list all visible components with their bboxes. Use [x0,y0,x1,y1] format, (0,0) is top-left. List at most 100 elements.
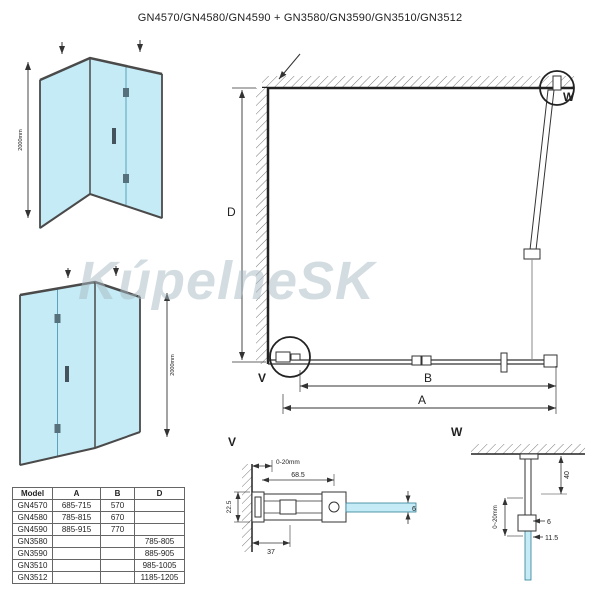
page-title: GN4570/GN4580/GN4590 + GN3580/GN3590/GN3… [137,12,463,24]
cell-d [134,523,185,536]
cell-a [52,559,101,572]
cell-d [134,511,185,524]
support-profile [500,352,508,373]
hinge-icon [123,88,129,97]
offset-label: 37 [267,549,275,556]
dimension-adjust: 0-20mm [252,459,300,472]
height-dimension: 2000mm [164,293,176,437]
height-dimension: 2000mm [18,62,31,218]
cell-model: GN3580 [12,535,53,548]
detail-marker-w: W [539,70,575,106]
table-row: GN4580 785-815 670 [12,511,185,524]
cell-a [52,547,101,560]
cell-d: 985-1005 [134,559,185,572]
offset-label: 11.5 [545,535,558,542]
table-header-a: A [52,487,101,500]
door-hinge [411,355,432,366]
width-label: 68.5 [291,472,305,479]
dimension-b-label: B [424,371,432,385]
dimensions-table: Model A B D GN4570 685-715 570 GN4580 78… [12,487,185,584]
isometric-view-bottom: 2000mm [19,266,176,466]
shower-enclosure [39,56,163,229]
wall-left [256,88,270,364]
dimension-a: A [282,366,557,414]
bracket-section [517,453,539,581]
table-header-b: B [100,487,135,500]
dimension-b: B [299,370,556,392]
table-header-d: D [134,487,185,500]
cell-b [100,559,135,572]
glass-thickness-label: 6 [547,519,551,526]
dimension-d-label: D [227,205,236,219]
side-glass-panel [39,57,91,229]
table-row: GN3510 985-1005 [12,559,185,572]
adjust-label: 0-20mm [276,459,300,466]
table-row: GN3512 1185-1205 [12,571,185,584]
cell-d: 785-805 [134,535,185,548]
hinge-icon [54,424,61,433]
dimension-depth: 22.5 [226,491,250,523]
cell-model: GN3512 [12,571,53,584]
dimension-drop: 40 [541,456,571,495]
cell-model: GN3590 [12,547,53,560]
table-row: GN4570 685-715 570 [12,499,185,512]
cell-b [100,571,135,584]
dimension-glass-thickness: 6 [533,518,551,526]
cell-a [52,535,101,548]
detail-w-label: W [563,90,575,104]
dimension-glass-thickness: 6 [405,491,416,524]
cell-b [100,547,135,560]
dimension-adjust: 0~20mm [493,497,523,537]
dimension-width: 68.5 [262,472,335,486]
table-header-model: Model [12,487,53,500]
dimension-offset: 37 [252,525,291,556]
side-glass-panel [94,281,141,449]
wall-top [262,76,574,90]
detail-w-title: W [451,425,463,439]
adjust-label: 0~20mm [493,505,499,529]
detail-v-label: V [258,371,266,385]
wall-section [242,464,253,552]
corner-arrow [278,53,301,80]
cell-a: 685-715 [52,499,101,512]
cell-b: 770 [100,523,135,536]
depth-label: 22.5 [226,500,233,513]
detail-v-view: V 0-20mm 68.5 [226,435,417,556]
dimension-a-label: A [418,393,426,407]
door-handle-icon [112,128,116,144]
door-handle-icon [65,366,69,382]
hinge-icon [123,174,129,183]
table-header-row: Model A B D [12,487,185,500]
detail-v-title: V [228,435,236,449]
height-label: 2000mm [170,354,176,376]
cell-a: 785-815 [52,511,101,524]
detail-w-view: W 40 0~20mm 6 11.5 [451,425,585,581]
glass-clamp [517,514,537,532]
hinge-icon [54,314,61,323]
ceiling-section [471,444,585,455]
cell-model: GN4570 [12,499,53,512]
mounting-arrows [59,40,143,54]
height-label: 2000mm [18,129,24,151]
cell-model: GN4580 [12,511,53,524]
cell-b [100,535,135,548]
shower-enclosure [19,280,141,466]
dimension-d: D [227,87,266,363]
cell-b: 570 [100,499,135,512]
mounting-arrows [65,266,119,278]
table-row: GN3580 785-805 [12,535,185,548]
cell-a: 885-915 [52,523,101,536]
glass-thickness-label: 6 [412,506,416,513]
detail-marker-v: V [258,336,311,385]
dimension-offset: 11.5 [533,534,558,542]
cell-a [52,571,101,584]
wall-bracket-end [543,354,558,368]
cell-model: GN4590 [12,523,53,536]
cell-d: 1185-1205 [134,571,185,584]
table-row: GN3590 885-905 [12,547,185,560]
table-row: GN4590 885-915 770 [12,523,185,536]
glass-panel-section [345,502,417,513]
plan-view: V W D B A [227,53,575,414]
profile-cross-section [251,491,417,523]
